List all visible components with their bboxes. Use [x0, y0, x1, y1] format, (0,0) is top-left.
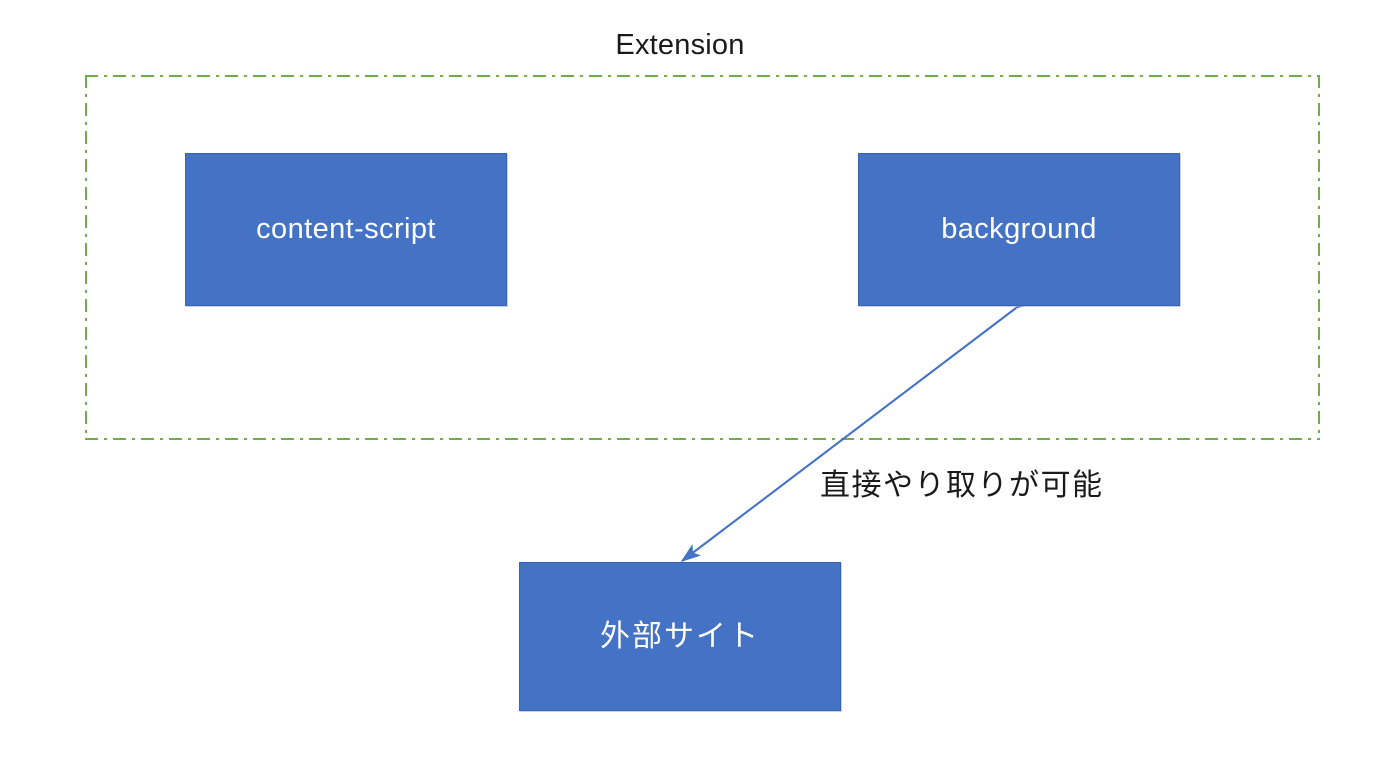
group-border-left: [85, 75, 87, 440]
node-content-script-label: content-script: [256, 213, 436, 246]
node-external-site[interactable]: 外部サイト: [519, 562, 841, 711]
group-border-right: [1318, 75, 1320, 440]
node-content-script[interactable]: content-script: [185, 153, 507, 306]
node-background[interactable]: background: [858, 153, 1180, 306]
connector-label-direct-communication: 直接やり取りが可能: [820, 469, 1104, 502]
group-border-top: [85, 75, 1320, 77]
node-external-site-label: 外部サイト: [600, 619, 760, 653]
page-title: Extension: [615, 29, 745, 61]
node-background-label: background: [941, 213, 1097, 246]
group-border-bottom: [85, 438, 1320, 440]
